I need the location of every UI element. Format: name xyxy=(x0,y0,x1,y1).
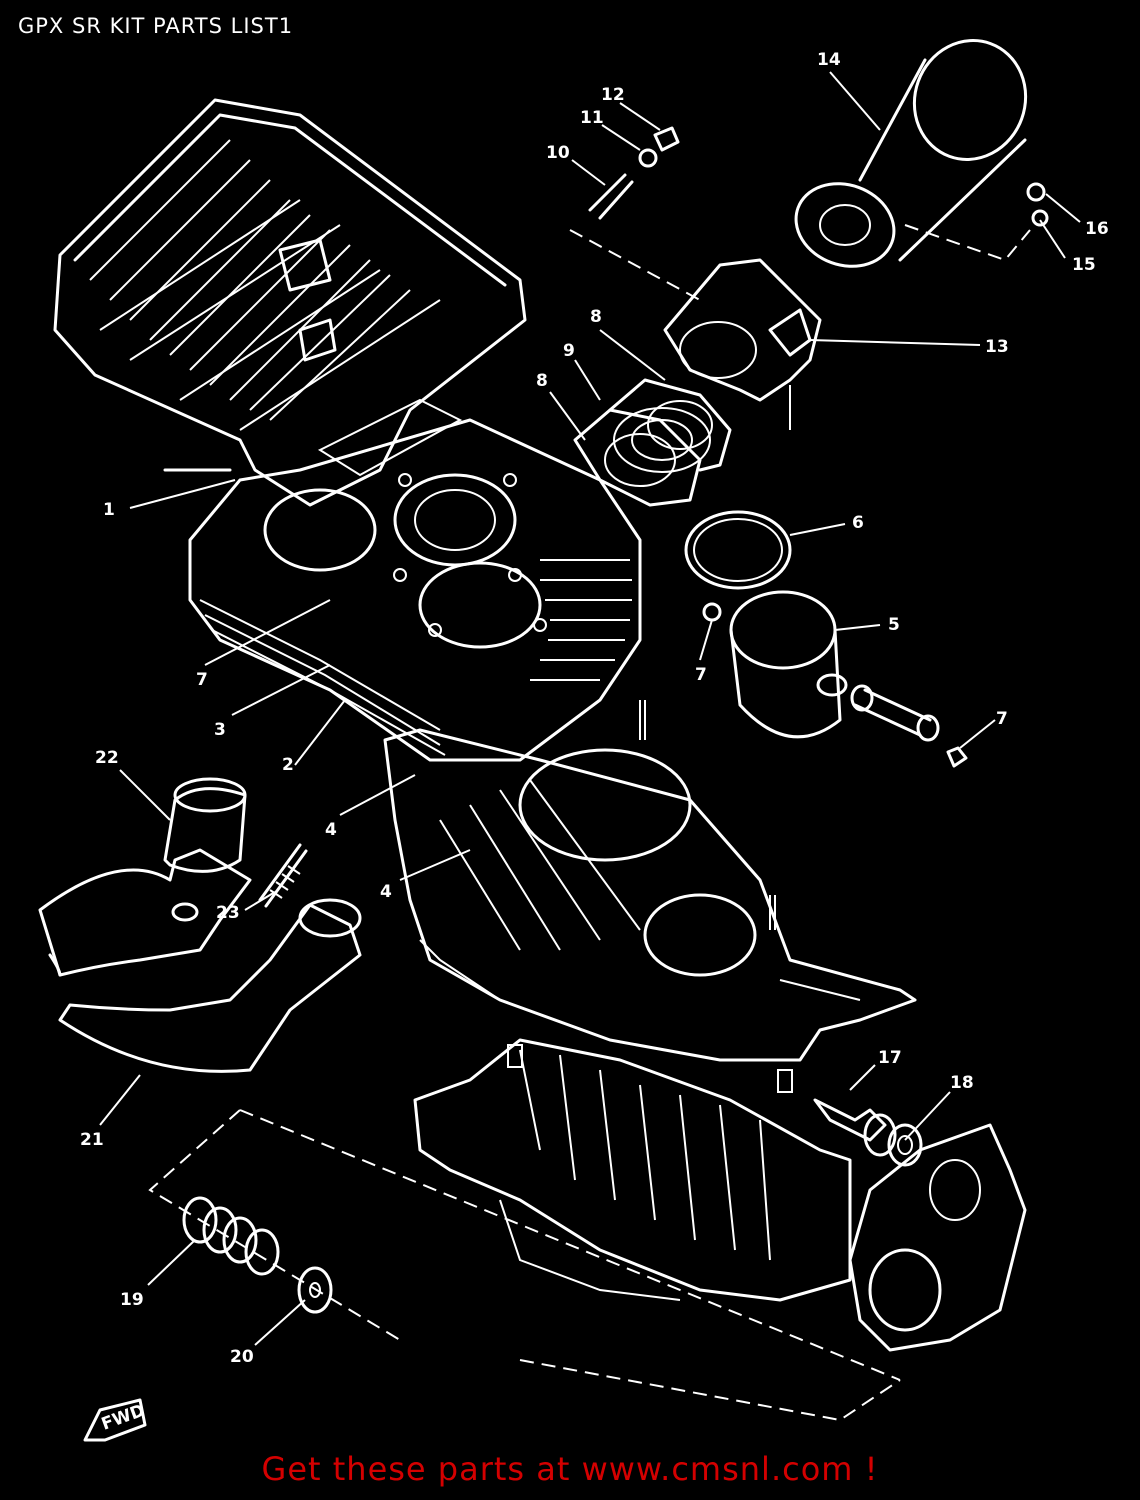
side-cover xyxy=(848,1123,1027,1352)
washer xyxy=(297,1266,333,1314)
callout-7: 7 xyxy=(196,670,208,690)
reed-valve xyxy=(613,407,711,473)
callout-9: 9 xyxy=(563,341,575,361)
crankcase-lower xyxy=(413,1038,852,1302)
exhaust-joint xyxy=(163,777,247,922)
callout-23: 23 xyxy=(216,903,240,923)
piston xyxy=(729,590,848,739)
callout-8b: 8 xyxy=(536,371,548,391)
callout-4: 4 xyxy=(325,820,337,840)
air-funnel xyxy=(794,39,1028,268)
callout-14: 14 xyxy=(817,50,841,70)
callouts: 1 2 3 4 4 5 6 7 7 7 8 8 9 10 11 12 13 14… xyxy=(80,50,1109,1367)
callout-11: 11 xyxy=(580,108,604,128)
direction-marker-label: FWD xyxy=(99,1401,148,1435)
coil-spring xyxy=(182,1196,280,1276)
footer-link[interactable]: Get these parts at www.cmsnl.com ! xyxy=(261,1450,879,1488)
callout-21: 21 xyxy=(80,1130,104,1150)
page-title: GPX SR KIT PARTS LIST1 xyxy=(18,14,294,38)
callout-2: 2 xyxy=(282,755,294,775)
direction-marker-fwd: FWD xyxy=(83,1398,148,1442)
callout-12: 12 xyxy=(601,85,625,105)
gasket xyxy=(573,378,732,507)
callout-19: 19 xyxy=(120,1290,144,1310)
callout-3: 3 xyxy=(214,720,226,740)
spring-bolt xyxy=(258,843,308,908)
callout-6: 6 xyxy=(852,513,864,533)
oil-seal xyxy=(887,1123,923,1167)
callout-5: 5 xyxy=(888,615,900,635)
callout-8: 8 xyxy=(590,307,602,327)
stud-bolt xyxy=(588,126,1049,227)
callout-13: 13 xyxy=(985,337,1009,357)
callout-4b: 4 xyxy=(380,882,392,902)
callout-10: 10 xyxy=(546,143,570,163)
callout-7b: 7 xyxy=(695,665,707,685)
callout-7c: 7 xyxy=(996,709,1008,729)
piston-ring xyxy=(684,510,792,590)
callout-15: 15 xyxy=(1072,255,1096,275)
callout-16: 16 xyxy=(1085,219,1109,239)
callout-18: 18 xyxy=(950,1073,974,1093)
exhaust-pipe xyxy=(38,468,362,1073)
callout-20: 20 xyxy=(230,1347,254,1367)
shaft xyxy=(813,1098,897,1157)
piston-pin xyxy=(850,684,940,742)
assembly-dashed-lines xyxy=(148,224,1031,1422)
leader-lines xyxy=(99,71,1081,1346)
intake-manifold xyxy=(663,258,822,430)
callout-1: 1 xyxy=(103,500,115,520)
callout-22: 22 xyxy=(95,748,119,768)
callout-17: 17 xyxy=(878,1048,902,1068)
crankcase-upper xyxy=(383,700,917,1062)
cylinder-head-cover xyxy=(53,98,527,507)
